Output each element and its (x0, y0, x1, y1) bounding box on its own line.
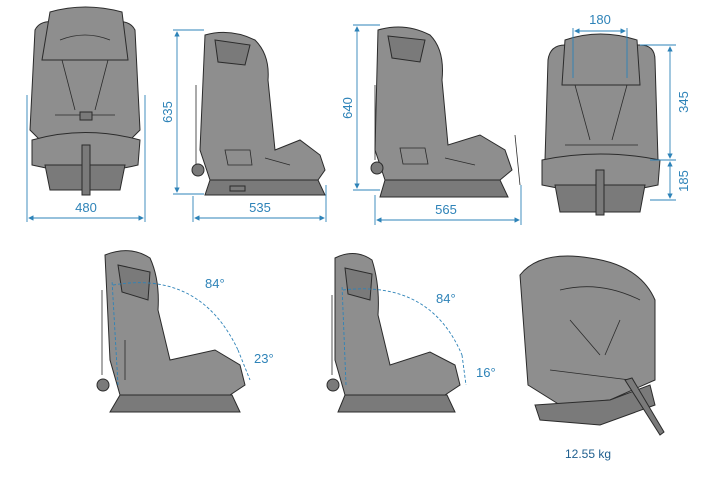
width-label: 480 (75, 200, 97, 215)
front-view-headrest-seat (541, 33, 661, 216)
depth-label: 565 (435, 202, 457, 217)
width-dimension: 480 (26, 95, 146, 222)
side-view-extended-seat (370, 26, 521, 198)
shoulder-height-label: 345 (676, 91, 691, 113)
recline-view-1-seat (96, 250, 246, 413)
back-angle-label: 84° (436, 291, 456, 306)
front-view-seat (29, 6, 141, 196)
side-view-upright-seat (191, 31, 326, 196)
depth-label: 535 (249, 200, 271, 215)
perspective-view-seat (519, 255, 665, 436)
recline-view-2-seat (326, 253, 461, 413)
seat-height-label: 185 (676, 170, 691, 192)
side-upright-dimensions: 635 535 (160, 29, 327, 222)
seat-angle-label: 23° (254, 351, 274, 366)
side-extended-dimensions: 640 565 (340, 24, 522, 225)
recline-2-angles: 84° 16° (341, 284, 496, 386)
weight-label: 12.55 kg (565, 447, 611, 461)
height-label: 635 (160, 101, 175, 123)
back-angle-label: 84° (205, 276, 225, 291)
headrest-width-label: 180 (589, 12, 611, 27)
recline-1-angles: 84° 23° (111, 276, 274, 386)
front-headrest-dimensions: 180 345 185 (572, 12, 691, 201)
height-label: 640 (340, 97, 355, 119)
seat-angle-label: 16° (476, 365, 496, 380)
